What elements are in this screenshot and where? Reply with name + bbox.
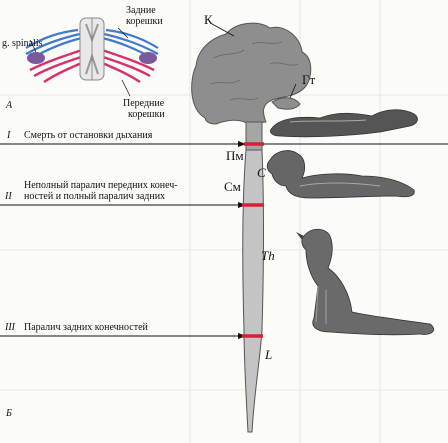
brainstem-shape	[245, 121, 263, 151]
ventral-roots-label-1: Передние	[123, 98, 165, 109]
cervical-label: C	[257, 165, 266, 180]
panel-a-letter: A	[6, 100, 13, 111]
animal-partial-paralysis-shape	[266, 150, 415, 199]
pons-label: Пм	[226, 148, 244, 163]
cortex-label: К	[204, 12, 213, 27]
spinal-cord-shape	[242, 149, 264, 433]
ganglion-right-shape	[139, 52, 157, 64]
section-1-text: Смерть от остановки дыхания	[24, 130, 153, 141]
arrow-1	[238, 141, 246, 147]
section-3-text: Паралич задних конечностей	[24, 322, 148, 333]
animal-dead-shape	[270, 109, 418, 138]
ganglion-label: g. spinalis	[2, 38, 43, 49]
hypothalamus-label: Гт	[302, 72, 316, 87]
medulla-label: См	[224, 179, 241, 194]
section-2-text-2: ностей и полный паралич задних	[24, 191, 166, 202]
section-2-number: II	[5, 191, 12, 202]
brain-shape	[191, 22, 312, 125]
ganglion-left-shape	[27, 52, 45, 64]
ventral-roots-label-2: корешки	[128, 109, 165, 120]
hypothalamus-shape	[271, 97, 301, 110]
dorsal-roots-label-2: корешки	[126, 16, 163, 27]
animal-hind-paralysis-shape	[296, 228, 434, 336]
thoracic-label: Th	[261, 248, 275, 263]
section-1-number: I	[7, 130, 11, 141]
lumbar-label: L	[265, 347, 273, 362]
section-2-text-1: Неполный паралич передних конеч-	[24, 180, 178, 191]
panel-b-letter: Б	[6, 408, 12, 419]
dorsal-roots-label-1: Задние	[126, 5, 156, 16]
section-3-number: III	[5, 322, 15, 333]
